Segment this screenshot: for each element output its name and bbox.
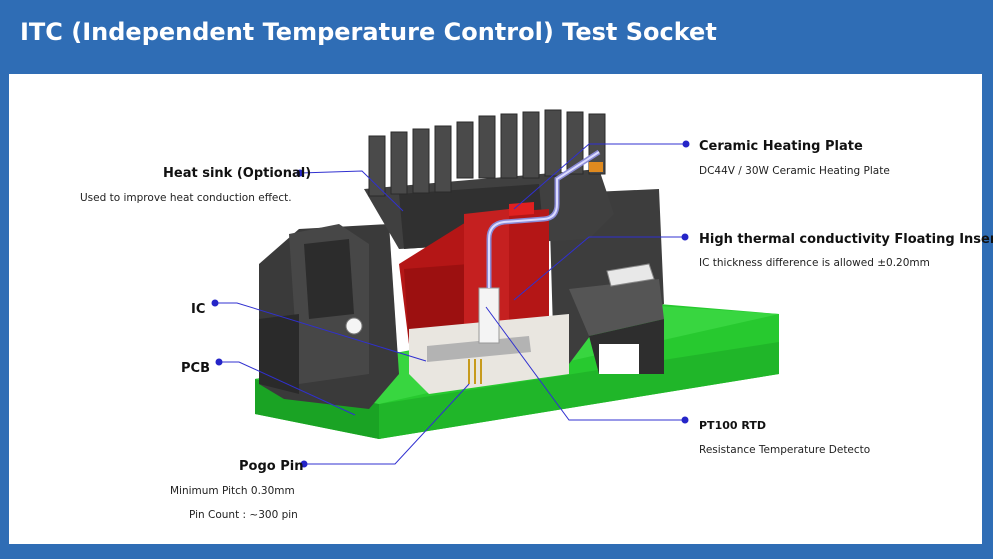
insert-desc: IC thickness difference is allowed ±0.20… (699, 257, 930, 269)
insert-title: High thermal conductivity Floating Inser… (699, 232, 993, 247)
diagram-panel: Heat sink (Optional) Used to improve hea… (9, 74, 993, 544)
pt100-title: PT100 RTD (699, 419, 766, 432)
heat-sink-desc: Used to improve heat conduction effect. (80, 192, 292, 204)
ic-and-base (409, 287, 569, 394)
heat-sink (364, 109, 614, 249)
page-title: ITC (Independent Temperature Control) Te… (20, 18, 717, 46)
pogo-pin-desc-2: Pin Count : ~300 pin (189, 509, 298, 521)
pt100-desc: Resistance Temperature Detecto (699, 444, 871, 456)
pcb-title: PCB (181, 361, 210, 376)
left-housing (259, 224, 399, 409)
ceramic-desc: DC44V / 30W Ceramic Heating Plate (699, 165, 890, 177)
socket-illustration (211, 109, 779, 468)
ceramic-title: Ceramic Heating Plate (699, 139, 863, 154)
ic-title: IC (191, 302, 206, 317)
pogo-pin-title: Pogo Pin (239, 459, 304, 474)
pogo-pin-desc-1: Minimum Pitch 0.30mm (170, 485, 295, 497)
heat-sink-title: Heat sink (Optional) (163, 166, 312, 181)
